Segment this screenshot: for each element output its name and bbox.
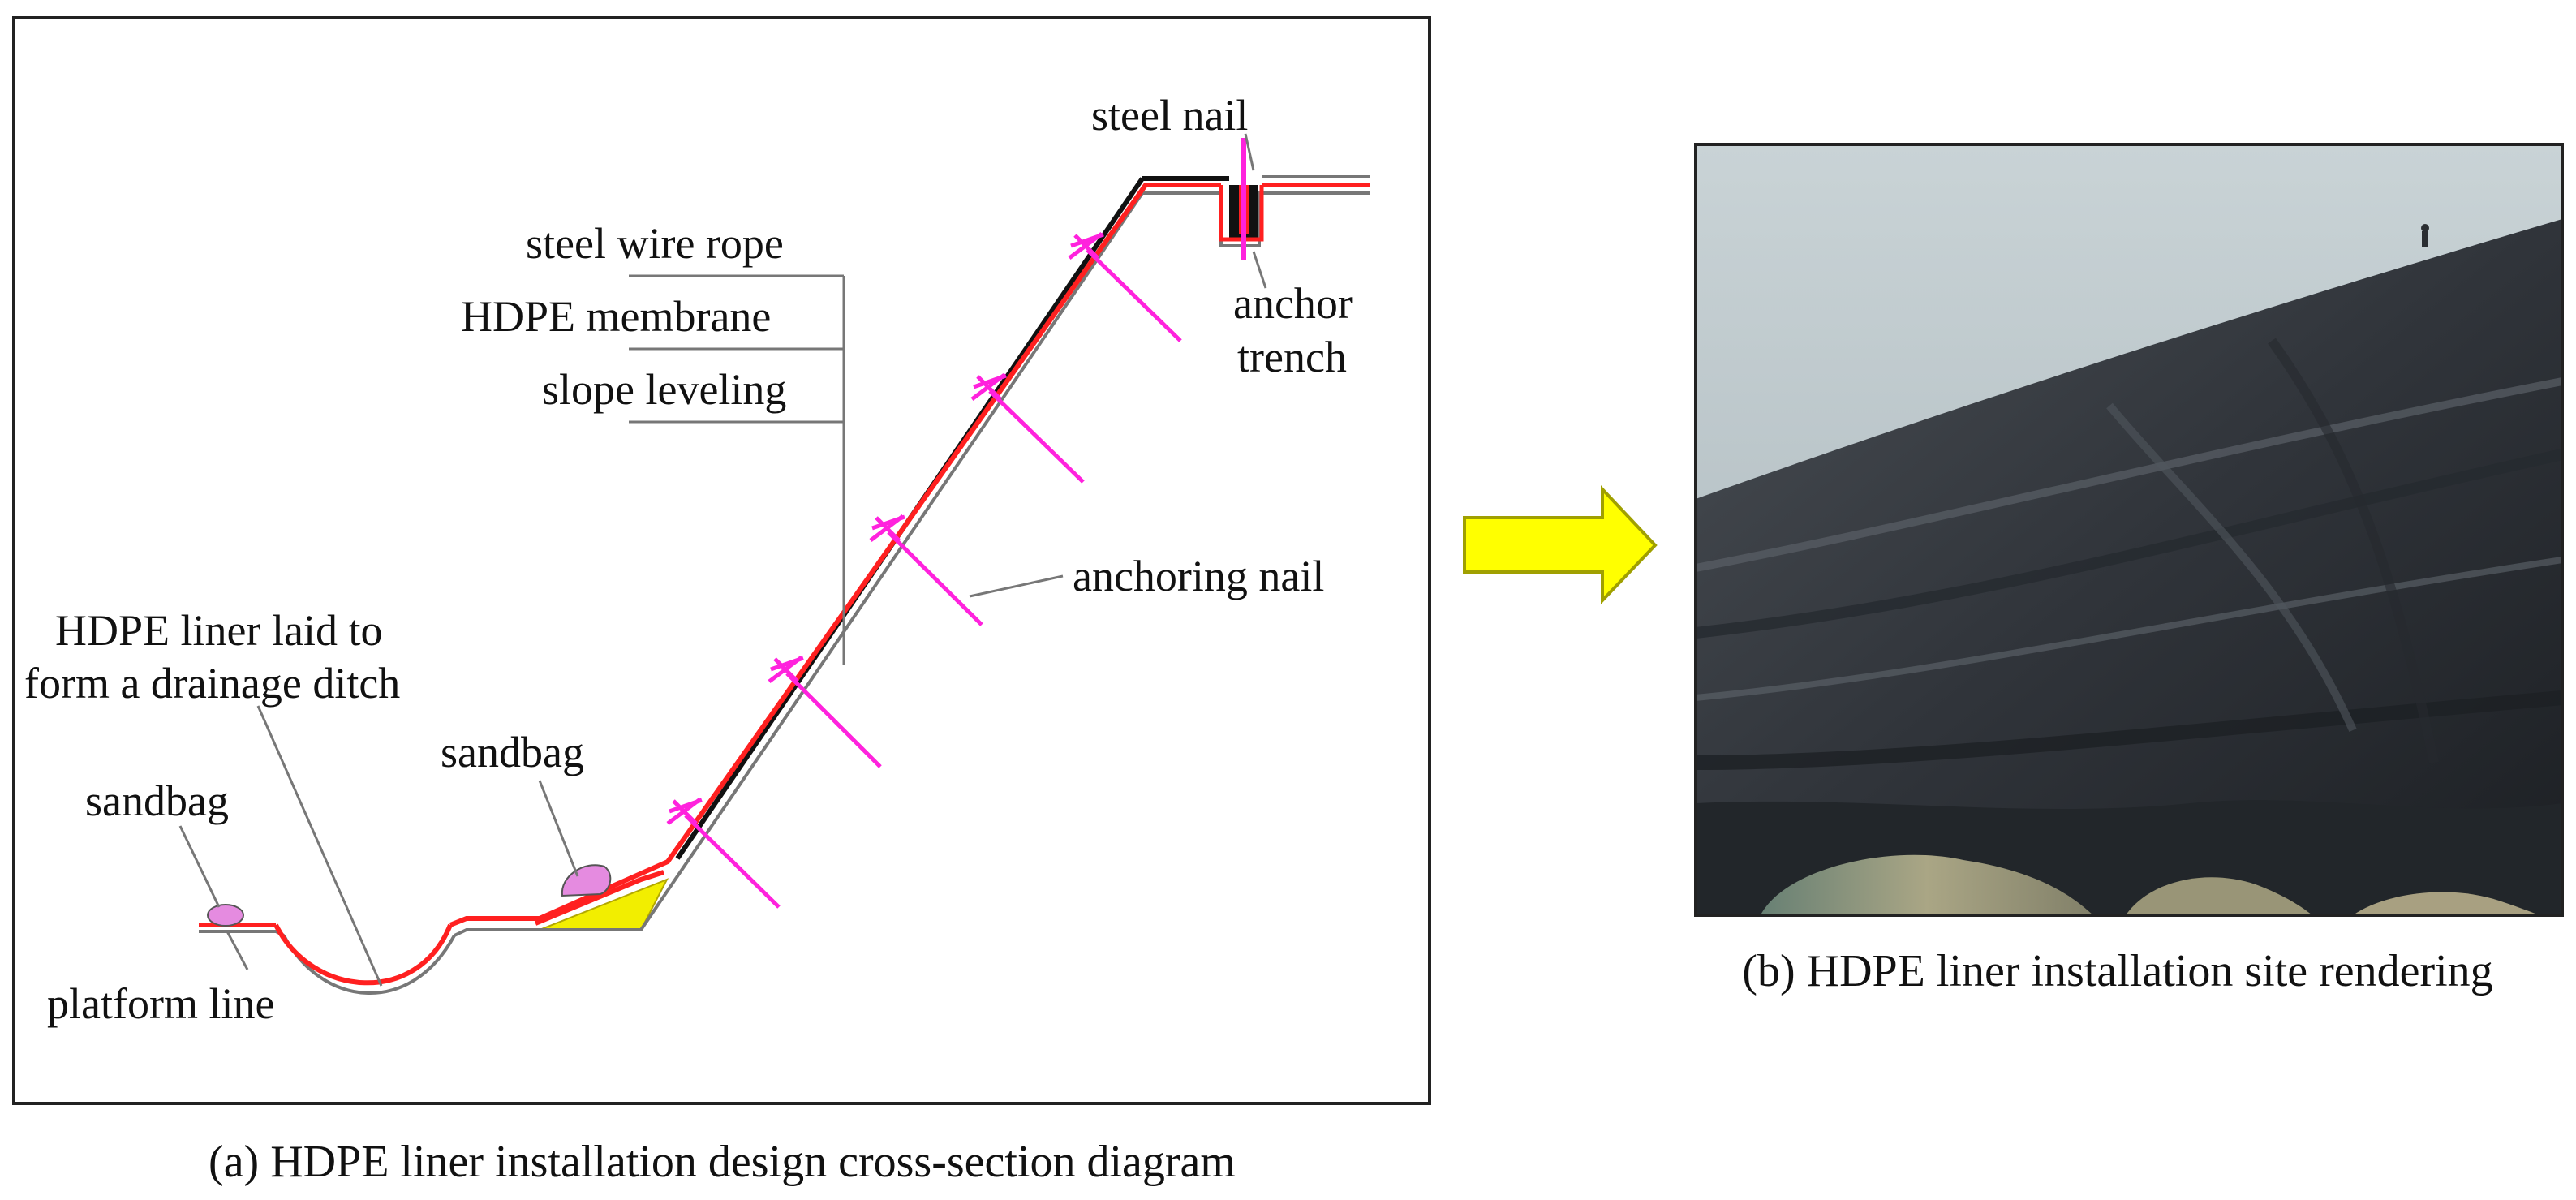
label-trench: trench: [1237, 333, 1347, 381]
anchoring-nail-4: [768, 656, 882, 768]
label-hdpe-membrane: HDPE membrane: [461, 292, 771, 341]
anchoring-nail-5: [666, 798, 781, 909]
sandbag-left-shape: [207, 904, 244, 927]
leader-lines: [178, 133, 1267, 987]
label-slope-leveling: slope leveling: [542, 365, 786, 414]
caption-panel-a: (a) HDPE liner installation design cross…: [209, 1137, 1236, 1187]
label-anchor: anchor: [1233, 279, 1353, 328]
transition-arrow: [1463, 484, 1658, 604]
site-photo: [1694, 143, 2564, 917]
label-anchoring-nail: anchoring nail: [1073, 552, 1324, 600]
label-ditch-line-1: HDPE liner laid to: [55, 606, 382, 655]
anchoring-nail-3: [869, 514, 983, 626]
anchoring-nail-2: [970, 373, 1085, 484]
anchoring-nail-1: [1068, 232, 1182, 342]
label-platform-line: platform line: [47, 979, 274, 1028]
label-steel-wire-rope: steel wire rope: [526, 219, 784, 268]
anchoring-nails: [666, 232, 1182, 909]
label-steel-nail: steel nail: [1091, 91, 1248, 140]
label-ditch-line-2: form a drainage ditch: [24, 659, 400, 708]
label-sandbag-left: sandbag: [85, 776, 229, 825]
label-sandbag-right: sandbag: [441, 728, 584, 776]
sandbag-right-shape: [561, 864, 612, 897]
caption-panel-b: (b) HDPE liner installation site renderi…: [1742, 946, 2492, 996]
